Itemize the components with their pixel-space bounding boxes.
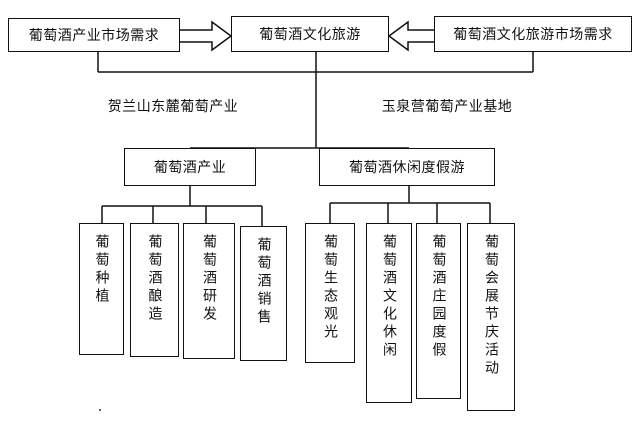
right-hollow-arrow <box>177 20 233 52</box>
node-wine-sales: 葡萄酒销售 <box>240 226 287 361</box>
node-wine-market: 葡萄酒产业市场需求 <box>8 18 180 52</box>
node-label: 葡萄酒酿造 <box>146 234 163 324</box>
node-label: 葡萄酒销售 <box>255 237 272 327</box>
scan-dot <box>99 409 101 411</box>
node-wine-rd: 葡萄酒研发 <box>183 223 235 359</box>
node-wine-culture-tourism: 葡萄酒文化旅游 <box>231 16 389 52</box>
node-wine-culture-leisure: 葡萄酒文化休闲 <box>366 223 412 403</box>
node-label: 葡萄酒庄园度假 <box>430 234 447 360</box>
node-label: 葡萄种植 <box>93 234 110 306</box>
node-label: 葡萄酒产业市场需求 <box>28 28 160 44</box>
node-label: 葡萄酒文化休闲 <box>381 234 397 360</box>
node-label: 贺兰山东麓葡萄产业 <box>107 99 239 115</box>
node-wine-brewing: 葡萄酒酿造 <box>130 223 179 357</box>
node-wine-culture-tourism-market: 葡萄酒文化旅游市场需求 <box>434 16 632 52</box>
node-label: 葡萄酒产业 <box>153 160 227 176</box>
node-label: 葡萄生态观光 <box>322 234 338 342</box>
node-wine-leisure-vacation: 葡萄酒休闲度假游 <box>319 148 495 186</box>
label-helan-industry: 贺兰山东麓葡萄产业 <box>88 92 258 120</box>
node-label: 葡萄酒文化旅游市场需求 <box>453 27 613 43</box>
node-wine-estate-vacation: 葡萄酒庄园度假 <box>416 223 461 399</box>
node-label: 葡萄会展节庆活动 <box>483 234 499 378</box>
node-label: 葡萄酒文化旅游 <box>259 27 361 43</box>
node-grape-eco-tour: 葡萄生态观光 <box>305 223 355 363</box>
node-label: 玉泉营葡萄产业基地 <box>381 99 513 115</box>
node-grape-planting: 葡萄种植 <box>79 223 124 355</box>
label-yuquanying-base: 玉泉营葡萄产业基地 <box>362 92 532 120</box>
node-grape-festival-events: 葡萄会展节庆活动 <box>467 223 515 411</box>
node-label: 葡萄酒休闲度假游 <box>349 160 465 176</box>
node-wine-industry: 葡萄酒产业 <box>124 148 256 186</box>
node-label: 葡萄酒研发 <box>201 234 217 324</box>
left-hollow-arrow <box>387 20 436 52</box>
